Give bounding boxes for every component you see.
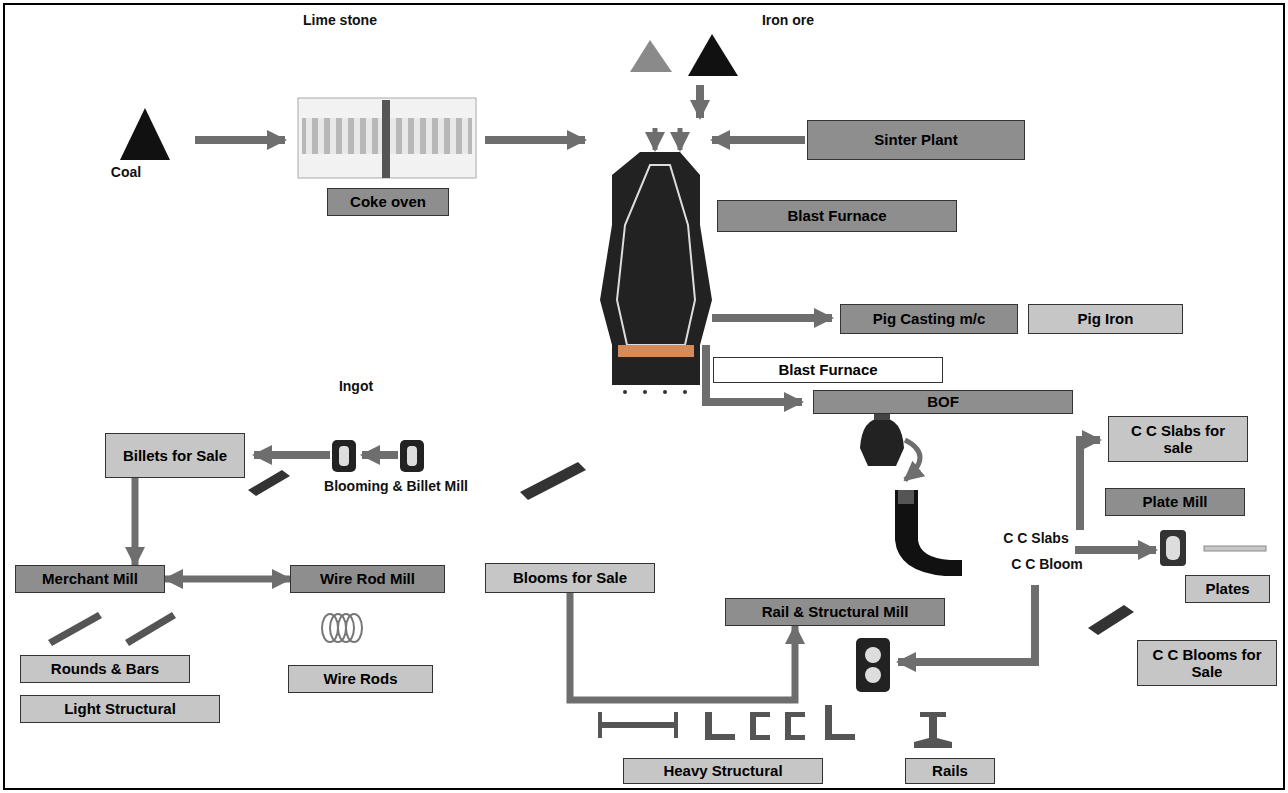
- product-box: Plates: [1185, 575, 1270, 603]
- frame: [4, 4, 1284, 789]
- box-label: Plates: [1205, 580, 1249, 597]
- process-box: Plate Mill: [1105, 488, 1245, 516]
- box-label: Plate Mill: [1142, 493, 1207, 510]
- caption-label: C C Slabs: [996, 530, 1076, 546]
- bloom-bar: [1088, 605, 1134, 635]
- box-label: Pig Casting m/c: [873, 310, 986, 327]
- iron-ore-heap: [688, 34, 738, 76]
- box-label: Pig Iron: [1078, 310, 1134, 327]
- box-label: Rail & Structural Mill: [762, 603, 909, 620]
- structural-sections: [598, 705, 952, 748]
- flow-connector: [165, 576, 290, 583]
- process-box: Sinter Plant: [807, 120, 1025, 160]
- caption-label: Blooming & Billet Mill: [296, 478, 496, 494]
- process-box: Blast Furnace: [717, 200, 957, 232]
- round-bars: [48, 612, 176, 646]
- coke-oven-illustration: [298, 98, 476, 178]
- box-label: C C Blooms for Sale: [1144, 646, 1270, 681]
- box-label: Billets for Sale: [123, 447, 227, 464]
- process-box: Blast Furnace: [713, 357, 943, 383]
- ingot-moulds: [332, 440, 424, 472]
- process-box: Pig Casting m/c: [840, 304, 1018, 334]
- box-label: C C Slabs for sale: [1115, 422, 1241, 457]
- process-box: Rail & Structural Mill: [725, 598, 945, 626]
- wire-coil: [322, 614, 362, 642]
- box-label: Rails: [932, 762, 968, 779]
- bloom-bar: [520, 462, 586, 500]
- product-box: C C Slabs for sale: [1108, 416, 1248, 462]
- box-label: Coke oven: [350, 193, 426, 210]
- box-label: Blooms for Sale: [513, 569, 627, 586]
- box-label: Light Structural: [64, 700, 176, 717]
- product-box: Blooms for Sale: [485, 563, 655, 593]
- caption-label: Ingot: [326, 378, 386, 394]
- flow-connector: [132, 478, 139, 565]
- billet-bar: [248, 470, 290, 496]
- box-label: Wire Rods: [323, 670, 397, 687]
- product-box: Light Structural: [20, 695, 220, 723]
- process-box: Wire Rod Mill: [290, 565, 445, 593]
- box-label: Blast Furnace: [778, 361, 877, 378]
- caption-label: Iron ore: [748, 12, 828, 28]
- box-label: Sinter Plant: [874, 131, 957, 148]
- coal-heap: [120, 108, 170, 160]
- process-box: Merchant Mill: [15, 565, 165, 593]
- product-box: C C Blooms for Sale: [1137, 640, 1277, 686]
- box-label: Heavy Structural: [663, 762, 782, 779]
- box-label: Wire Rod Mill: [320, 570, 415, 587]
- product-box: Wire Rods: [288, 665, 433, 693]
- blast-furnace-illustration: [600, 152, 712, 394]
- box-label: Rounds & Bars: [51, 660, 159, 677]
- box-label: Blast Furnace: [787, 207, 886, 224]
- plate-mill-stand: [1160, 530, 1266, 566]
- product-box: Rails: [905, 758, 995, 784]
- flow-arrows: [195, 85, 1156, 662]
- limestone-heap: [630, 40, 672, 72]
- product-box: Rounds & Bars: [20, 655, 190, 683]
- continuous-caster: [895, 490, 962, 576]
- caption-label: Lime stone: [290, 12, 390, 28]
- product-box: Heavy Structural: [623, 758, 823, 784]
- process-box: BOF: [813, 390, 1073, 414]
- caption-label: Coal: [96, 164, 156, 180]
- process-box: Coke oven: [327, 188, 449, 216]
- box-label: Merchant Mill: [42, 570, 138, 587]
- bof-vessel: [860, 412, 904, 466]
- box-label: BOF: [927, 393, 959, 410]
- rail-mill-stand: [856, 638, 890, 692]
- product-box: Billets for Sale: [105, 433, 245, 478]
- caption-label: C C Bloom: [1004, 556, 1090, 572]
- product-box: Pig Iron: [1028, 304, 1183, 334]
